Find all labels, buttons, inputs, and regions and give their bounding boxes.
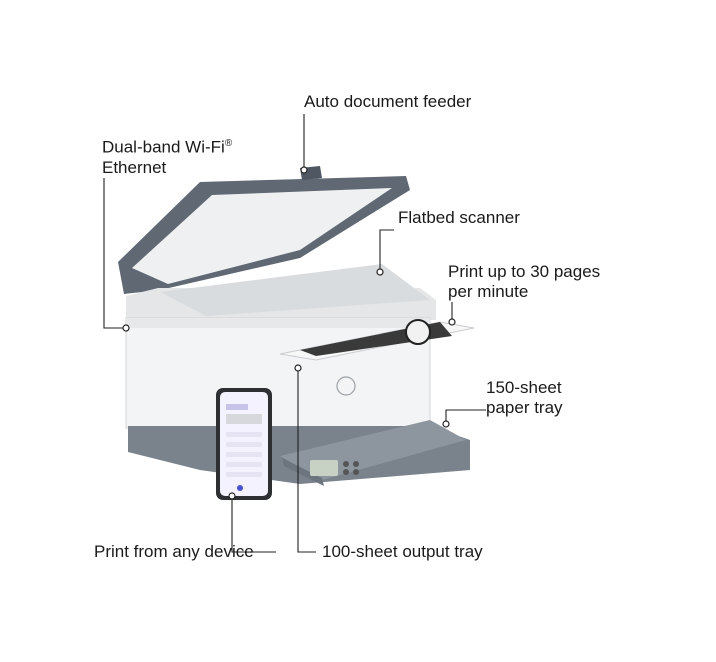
printer-body-band <box>126 318 430 328</box>
callout-dot-tray <box>442 420 450 428</box>
paper-tray-edge <box>282 458 324 486</box>
callout-dot-speed <box>448 318 456 326</box>
phone-screen-card <box>226 414 262 424</box>
phone-screen-row <box>226 432 262 437</box>
phone-nav-dot <box>237 485 243 491</box>
leader-tray <box>445 409 486 424</box>
control-button <box>353 461 359 467</box>
phone-screen-row <box>226 462 262 467</box>
leader-device <box>231 496 276 553</box>
control-button <box>353 469 359 475</box>
callout-output-tray: 100-sheet output tray <box>322 542 483 561</box>
callout-wifi: Dual-band Wi-Fi® Ethernet <box>102 134 232 178</box>
leader-output <box>297 368 316 553</box>
registered-mark: ® <box>224 138 233 149</box>
hp-logo <box>336 376 356 396</box>
callout-tray: 150-sheet paper tray <box>486 378 563 418</box>
callout-tray-line2: paper tray <box>486 398 563 417</box>
phone-screen-row <box>226 472 262 477</box>
callout-speed-line2: per minute <box>448 282 529 301</box>
leader-flatbed <box>379 229 394 272</box>
phone-screen-row <box>226 442 262 447</box>
callout-dot-flatbed <box>376 268 384 276</box>
callout-any-device: Print from any device <box>94 542 254 561</box>
control-button <box>343 461 349 467</box>
callout-dot-adf <box>300 166 308 174</box>
callout-dot-device <box>228 492 236 500</box>
printed-page-graphic <box>405 319 431 345</box>
callout-flatbed: Flatbed scanner <box>398 208 520 227</box>
callout-wifi-line2: Ethernet <box>102 157 167 177</box>
callout-adf: Auto document feeder <box>304 92 472 111</box>
callout-dot-output <box>294 364 302 372</box>
control-panel-display <box>310 460 338 476</box>
phone-screen-row <box>226 452 262 457</box>
leader-wifi <box>103 178 126 329</box>
callout-wifi-line1: Dual-band Wi-Fi <box>102 137 225 157</box>
callout-dot-wifi <box>122 324 130 332</box>
scanner-glass <box>160 264 430 316</box>
callout-speed: Print up to 30 pages per minute <box>448 262 600 302</box>
phone-screen-row <box>226 404 248 410</box>
lid-inner-pad <box>132 188 392 284</box>
callout-tray-line1: 150-sheet <box>486 378 562 397</box>
control-button <box>343 469 349 475</box>
callout-speed-line1: Print up to 30 pages <box>448 262 601 281</box>
